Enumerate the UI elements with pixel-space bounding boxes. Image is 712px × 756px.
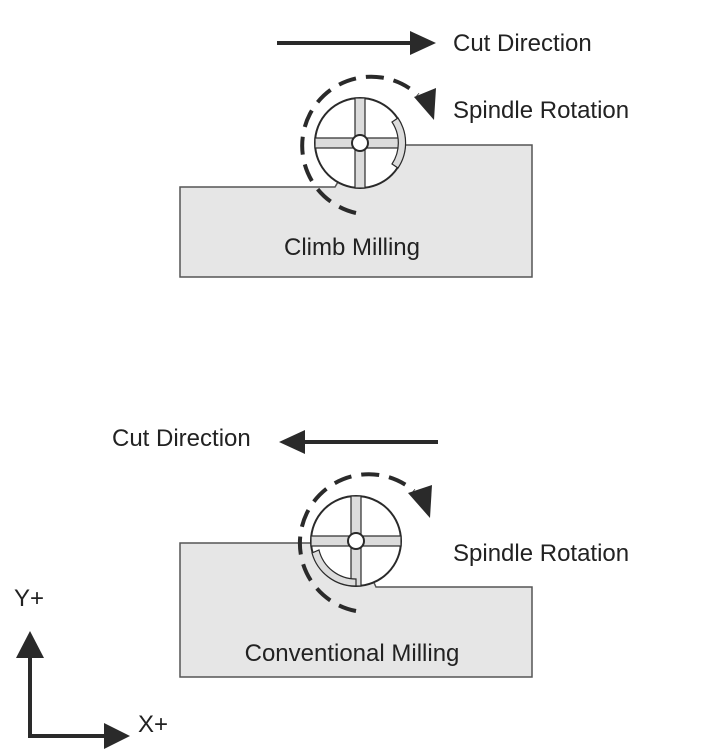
y-axis-arrowhead <box>16 631 44 658</box>
climb-spindle-rotation-arc <box>300 74 420 215</box>
climb-spindle-rotation-label: Spindle Rotation <box>453 97 629 124</box>
conventional-milling-panel: Cut Direction Spindle Rotation Conventio… <box>112 425 629 678</box>
conventional-cut-direction-arrow <box>279 430 438 454</box>
climb-cut-direction-arrow <box>277 31 436 55</box>
climb-cut-direction-label: Cut Direction <box>453 30 592 57</box>
conventional-milling-title: Conventional Milling <box>245 640 460 667</box>
x-axis-label: X+ <box>138 711 168 738</box>
y-axis-label: Y+ <box>14 585 44 612</box>
conventional-spindle-rotation-arc <box>297 472 416 613</box>
climb-rotation-arrowhead <box>414 88 436 120</box>
conventional-spindle-rotation-label: Spindle Rotation <box>453 540 629 567</box>
conventional-cut-direction-label: Cut Direction <box>112 425 251 452</box>
axes-indicator: Y+ X+ <box>14 585 168 749</box>
conventional-end-mill-icon <box>310 495 402 587</box>
conventional-rotation-arrowhead <box>408 485 432 518</box>
climb-end-mill-icon <box>314 97 407 189</box>
x-axis-arrowhead <box>104 723 130 749</box>
climb-milling-panel: Cut Direction Spindle Rotation Climb Mil… <box>179 30 629 278</box>
climb-milling-title: Climb Milling <box>284 234 420 261</box>
